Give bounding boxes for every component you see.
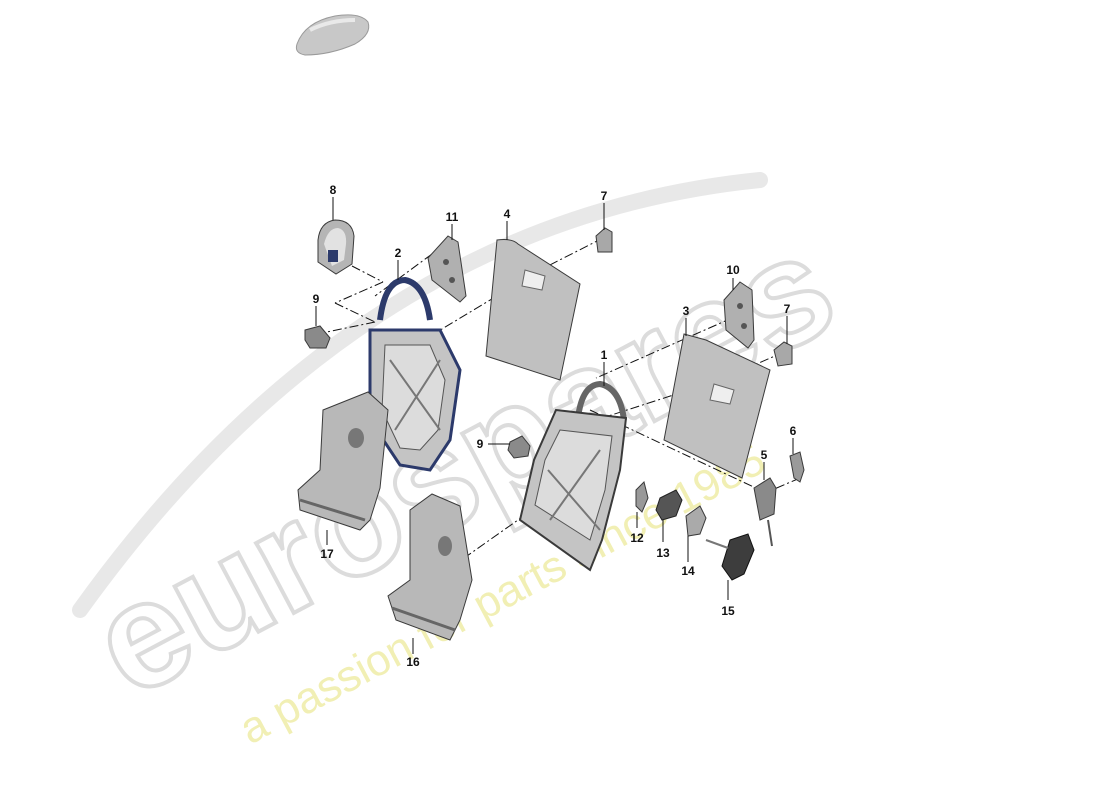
part-9-cap-right xyxy=(507,435,531,459)
part-13-latch xyxy=(655,489,683,521)
part-4-backrest-panel-left xyxy=(485,239,581,381)
callout-5: 5 xyxy=(760,448,768,462)
callout-14: 14 xyxy=(681,564,695,578)
callout-17: 17 xyxy=(320,547,334,561)
part-16-lower-frame-right xyxy=(387,493,473,641)
callout-6: 6 xyxy=(789,424,797,438)
callout-1: 1 xyxy=(600,348,608,362)
callout-2: 2 xyxy=(394,246,402,260)
part-6-button xyxy=(789,451,805,483)
callout-11: 11 xyxy=(445,210,459,224)
callout-3: 3 xyxy=(682,304,690,318)
part-8-headrest-cover xyxy=(317,219,355,275)
callout-8: 8 xyxy=(329,183,337,197)
part-17-lower-frame-left xyxy=(297,391,389,531)
callout-15: 15 xyxy=(721,604,735,618)
callout-9-right: 9 xyxy=(476,437,484,451)
callout-16: 16 xyxy=(406,655,420,669)
part-9-cap-left xyxy=(304,325,331,349)
callout-7-top: 7 xyxy=(600,189,608,203)
callout-9-left: 9 xyxy=(312,292,320,306)
part-11-bracket xyxy=(427,235,467,303)
part-15-motor-unit xyxy=(705,533,755,581)
part-1-backrest-frame-right xyxy=(518,380,628,572)
part-12-lever xyxy=(635,481,649,513)
leader-lines xyxy=(315,197,794,654)
part-14-hinge xyxy=(685,505,707,537)
callout-10: 10 xyxy=(726,263,740,277)
callout-7-right: 7 xyxy=(783,302,791,316)
part-10-bracket xyxy=(723,281,755,349)
car-thumbnail xyxy=(295,14,370,56)
callout-4: 4 xyxy=(503,207,511,221)
part-7-clip-right xyxy=(773,341,793,367)
part-2-backrest-frame-left xyxy=(368,276,462,472)
part-7-clip-top xyxy=(595,227,613,253)
callout-13: 13 xyxy=(656,546,670,560)
callout-12: 12 xyxy=(630,531,644,545)
part-5-release-handle xyxy=(753,477,777,547)
part-3-backrest-panel-right xyxy=(663,333,771,479)
